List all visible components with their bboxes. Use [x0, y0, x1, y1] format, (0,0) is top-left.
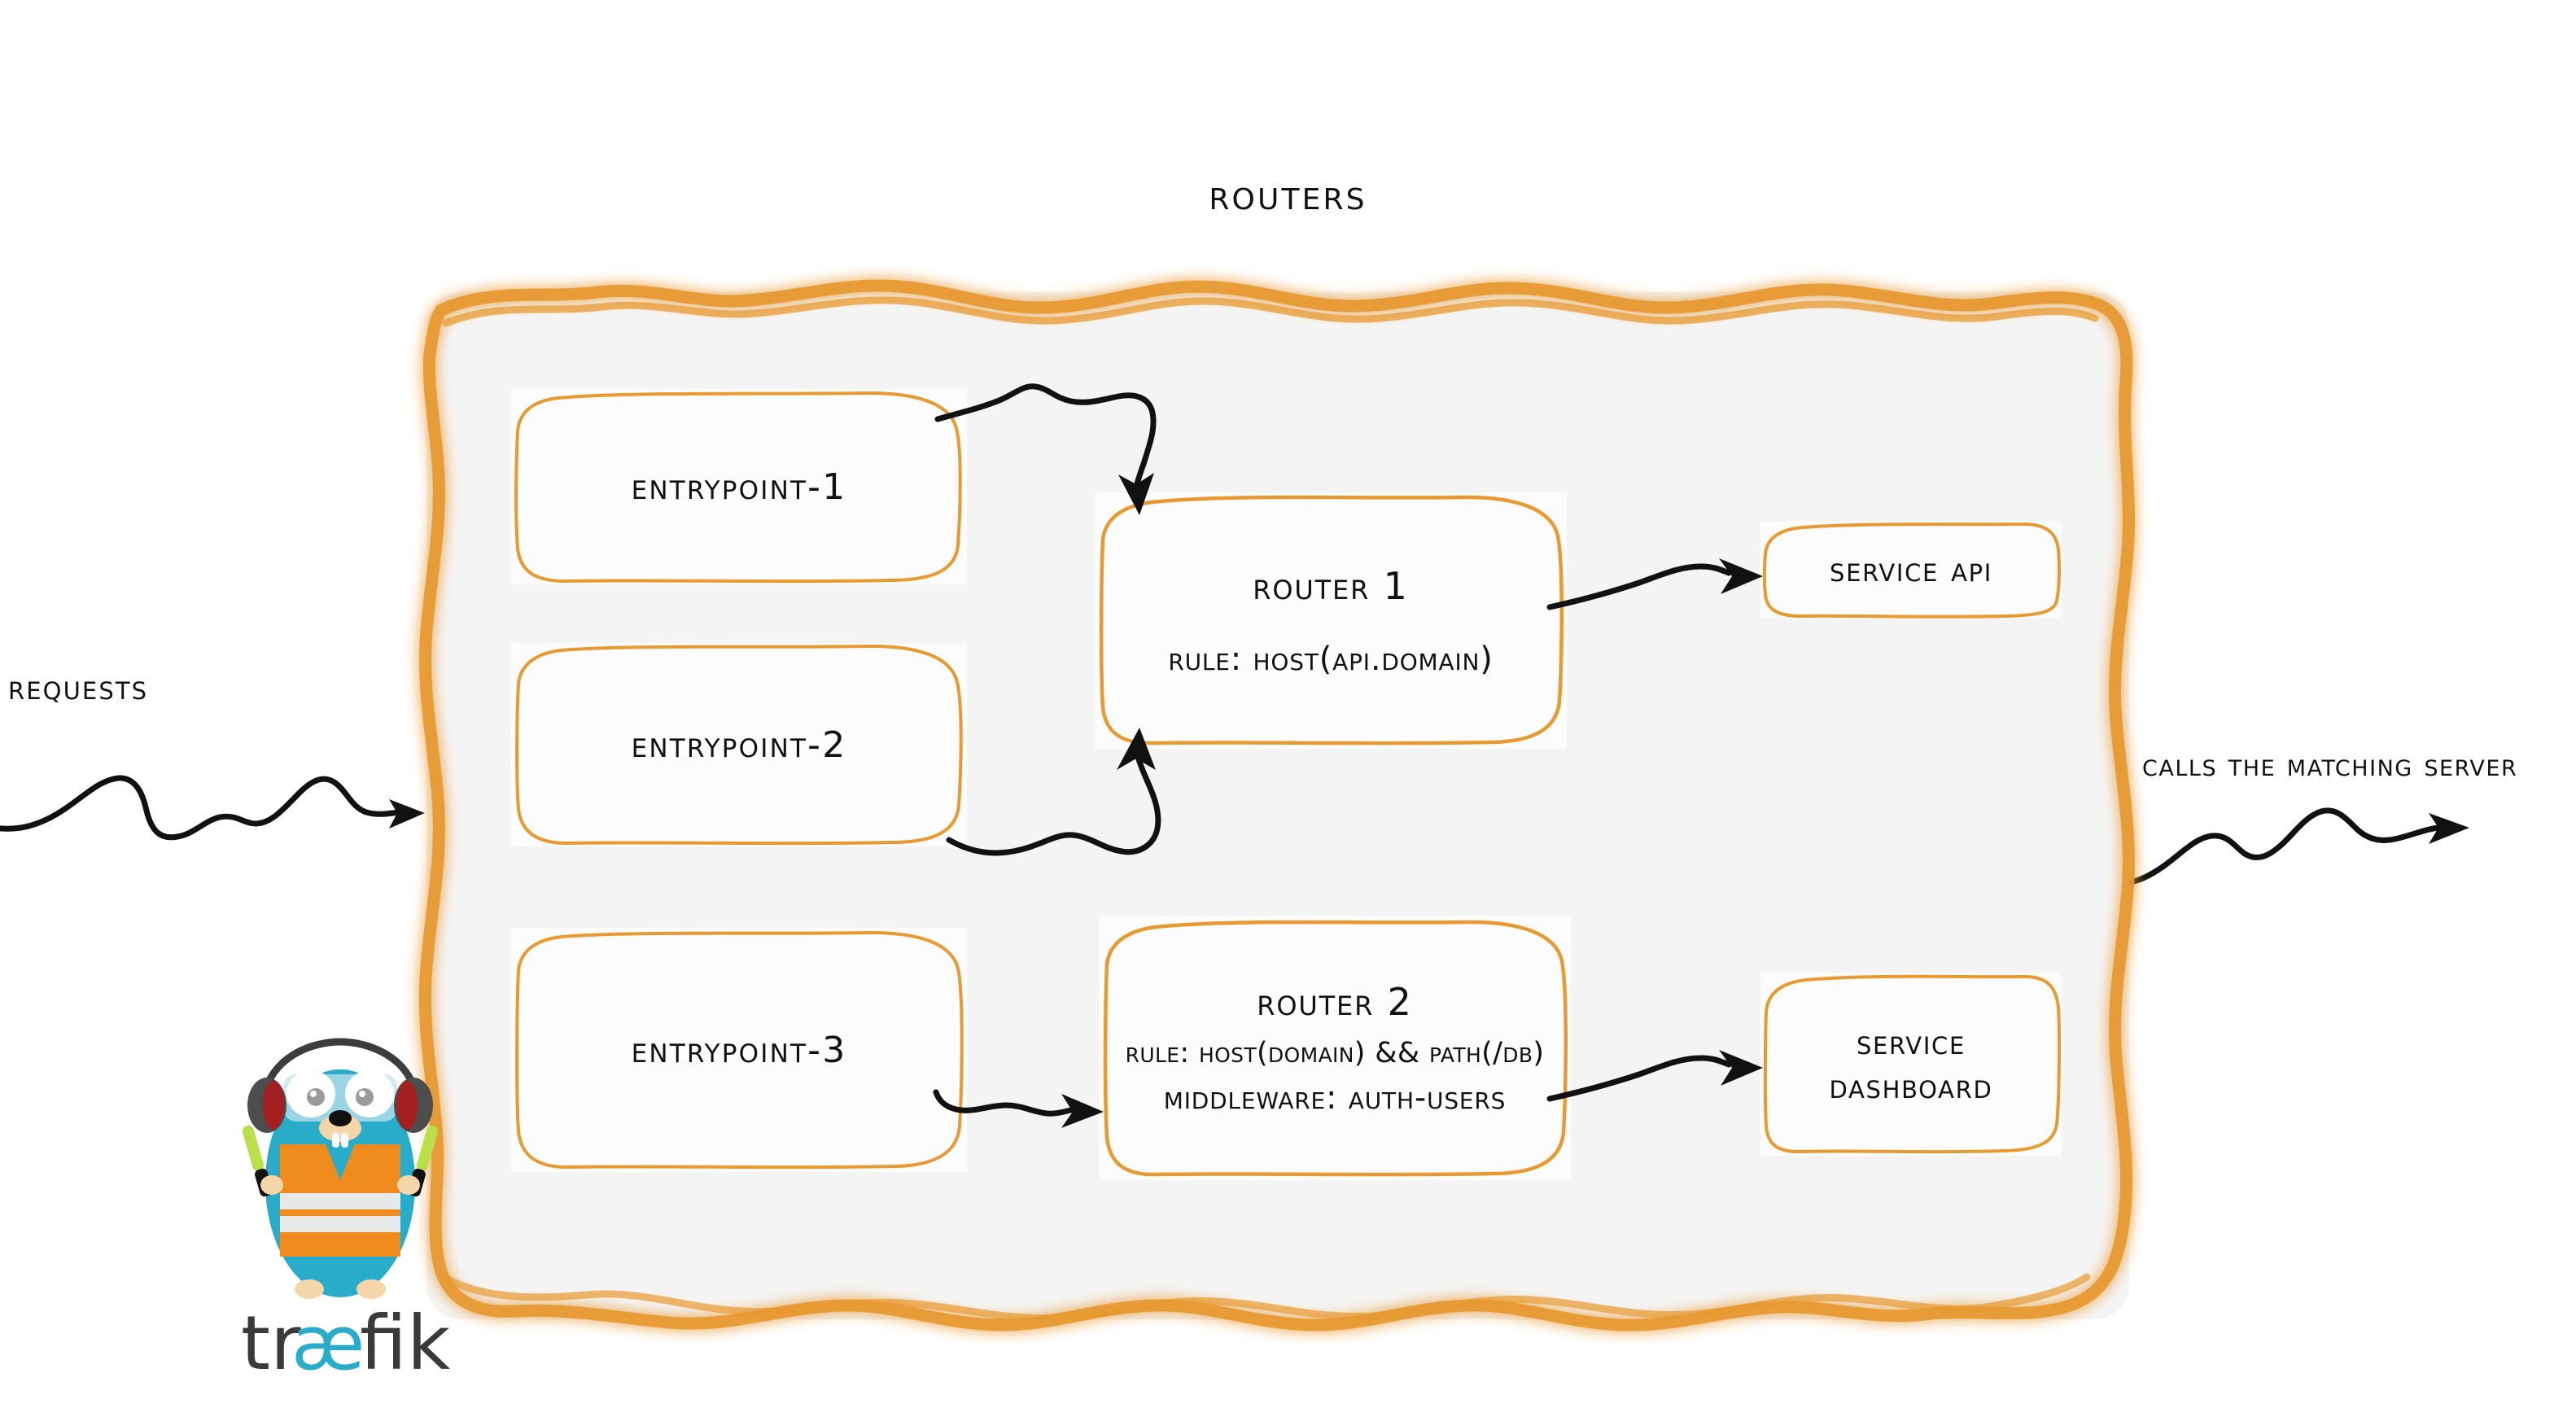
- router-2-middleware: Middleware: auth-users: [1163, 1078, 1507, 1117]
- entrypoint-1-box[interactable]: entrypoint-1: [511, 389, 967, 584]
- router-2-box[interactable]: Router 2 rule: Host(domain) && Path(/db)…: [1099, 916, 1571, 1180]
- requests-label: Requests: [8, 667, 149, 707]
- entrypoint-1-label: entrypoint-1: [631, 466, 847, 508]
- service-dashboard-label-line1: Service: [1856, 1021, 1966, 1062]
- entrypoint-2-box[interactable]: entrypoint-2: [511, 643, 967, 846]
- service-dashboard-label-line2: Dashboard: [1829, 1065, 1993, 1106]
- traefik-gopher-mascot: [234, 1038, 446, 1309]
- edge-requests-in: [0, 732, 431, 863]
- service-dashboard-box[interactable]: Service Dashboard: [1760, 973, 2062, 1156]
- routers-container-border: [418, 279, 2136, 1331]
- calls-matching-server-label: Calls the matching server: [2142, 747, 2518, 783]
- router-2-name: Router 2: [1257, 979, 1413, 1024]
- wordmark-part-ae: æ: [291, 1300, 365, 1387]
- wordmark-part-fik: fik: [360, 1300, 451, 1387]
- wordmark-part-tr: tr: [241, 1300, 301, 1387]
- traefik-wordmark: tr æ fik: [241, 1300, 461, 1392]
- entrypoint-3-box[interactable]: entrypoint-3: [511, 928, 967, 1172]
- service-api-label: Service API: [1830, 549, 1992, 590]
- router-1-rule: rule: Host(api.domain): [1168, 640, 1494, 678]
- service-api-box[interactable]: Service API: [1760, 521, 2062, 619]
- router-1-name: Router 1: [1253, 563, 1409, 608]
- entrypoint-2-label: entrypoint-2: [631, 724, 847, 766]
- entrypoint-3-label: entrypoint-3: [631, 1029, 847, 1071]
- router-1-box[interactable]: Router 1 rule: Host(api.domain): [1095, 492, 1567, 749]
- edge-calls-out: [2105, 777, 2576, 907]
- router-2-rule: rule: Host(domain) && Path(/db): [1125, 1036, 1545, 1069]
- page-title: Routers: [1209, 171, 1367, 220]
